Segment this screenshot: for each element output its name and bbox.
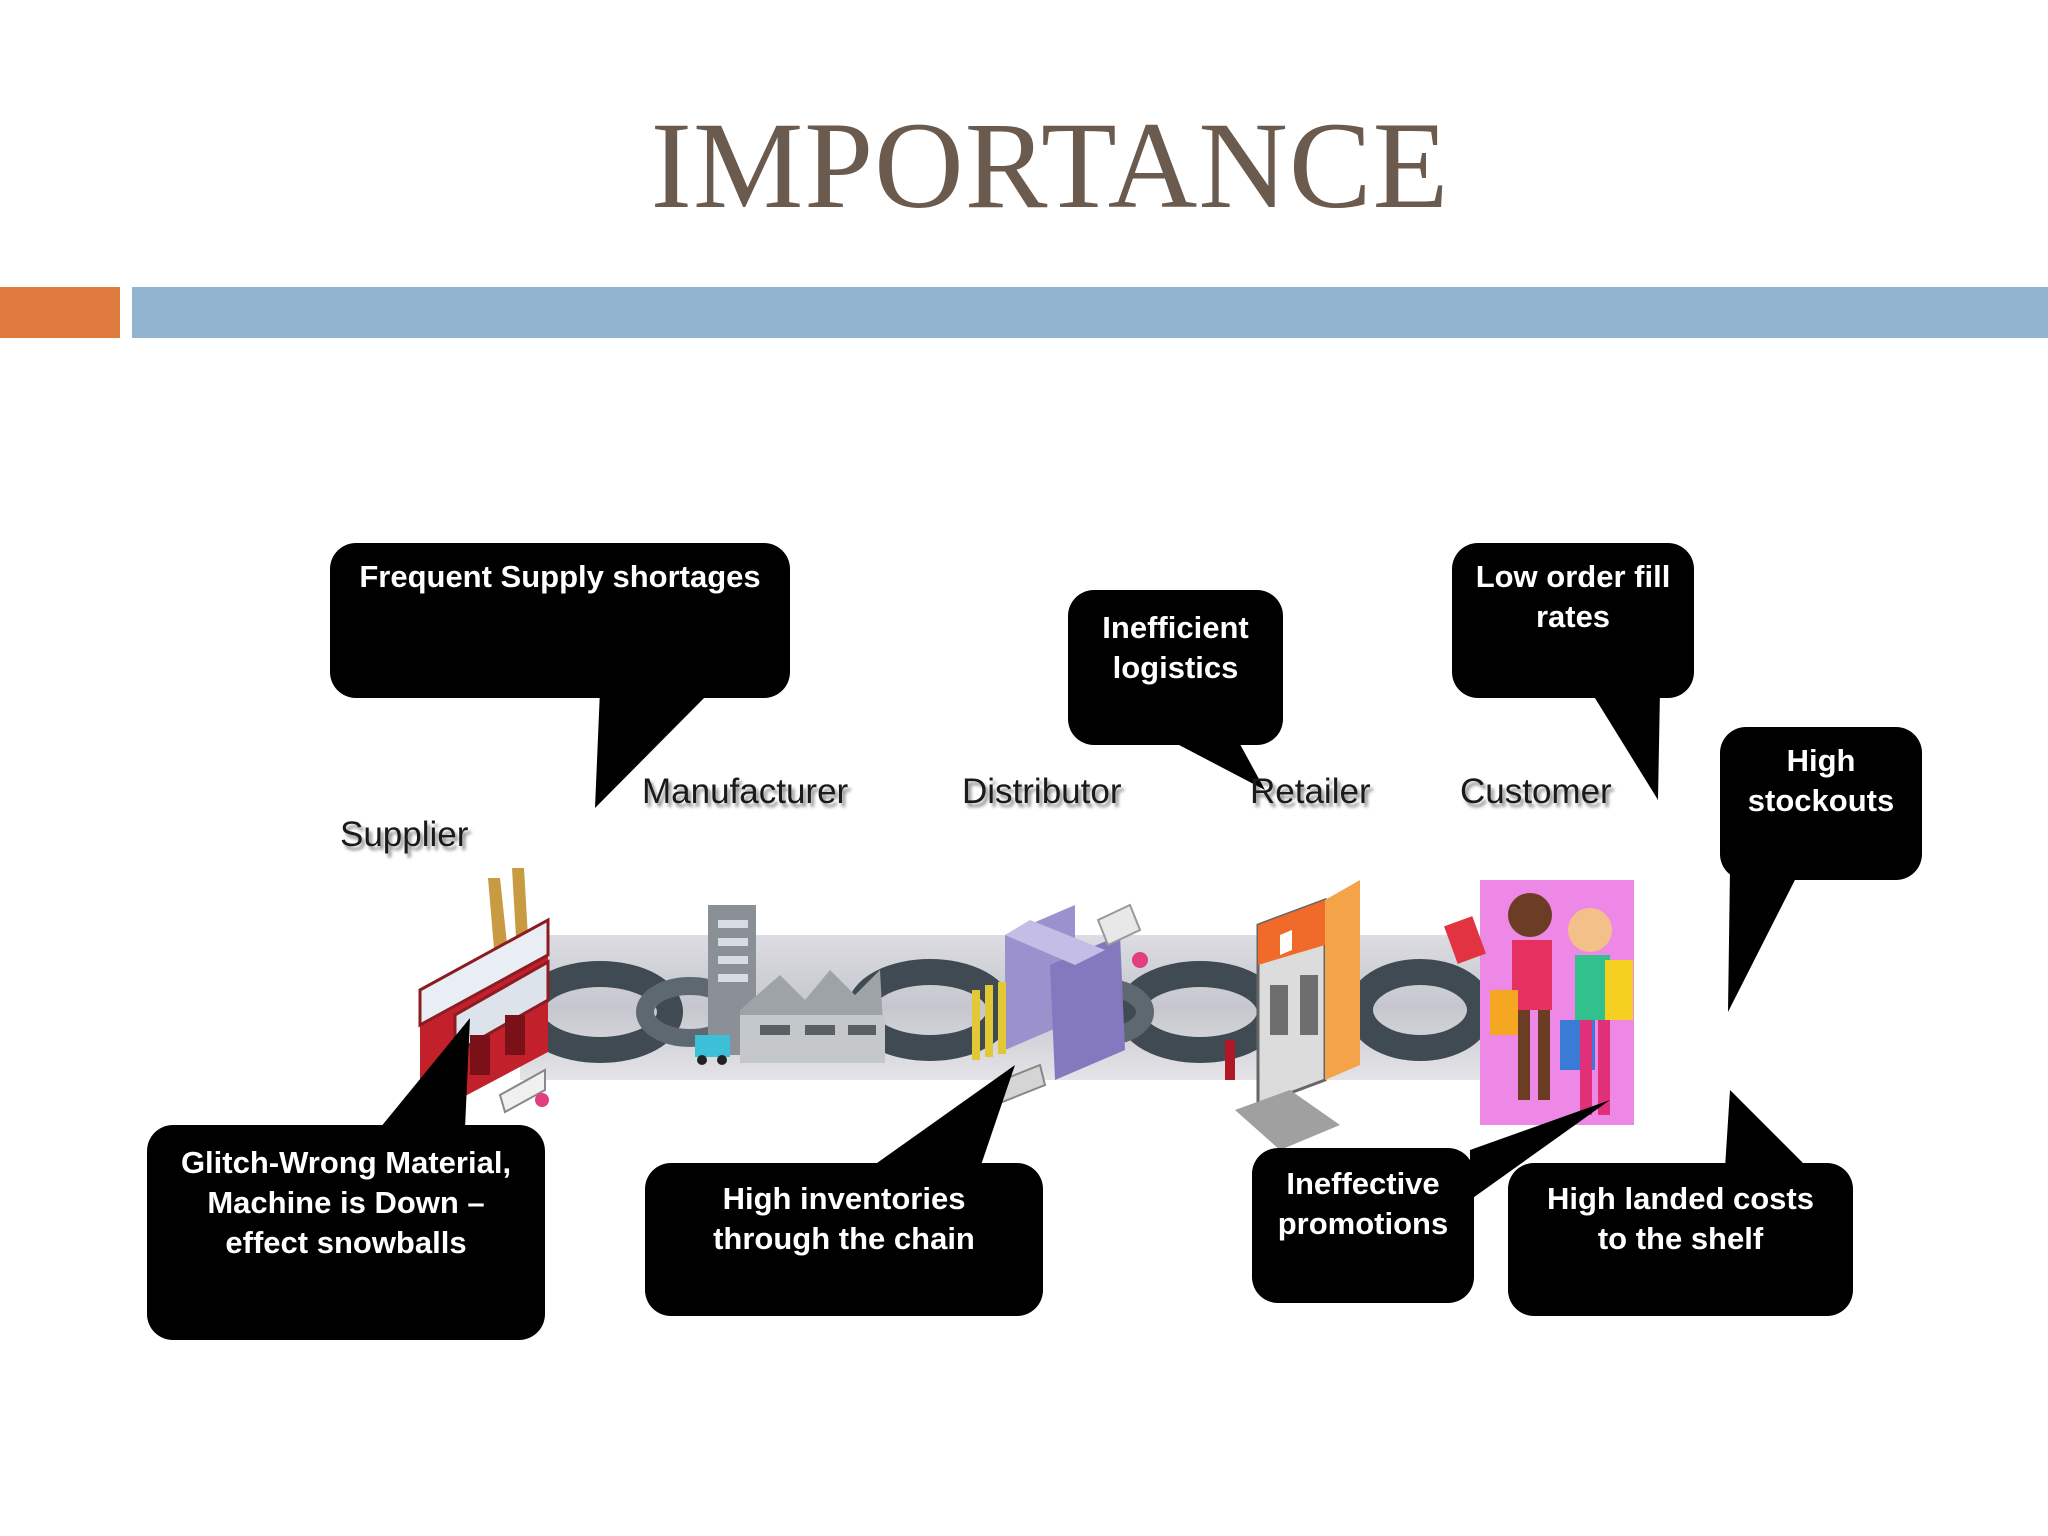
callout-high-stockouts: High stockouts [1720, 727, 1922, 880]
callout-glitch: Glitch-Wrong Material, Machine is Down –… [147, 1125, 545, 1340]
callout-ineffective-promotions-line2: promotions [1277, 1206, 1449, 1241]
callout-supply-shortages-text: Frequent Supply shortages [359, 559, 761, 594]
accent-bar-orange [0, 287, 120, 338]
callout-tail-stockouts [1728, 870, 1800, 1012]
callout-high-inventories-line1: High inventories [722, 1181, 966, 1216]
stage-label-supplier: Supplier [340, 815, 469, 854]
callout-high-stockouts-line1: High [1786, 743, 1856, 778]
callout-inefficient-logistics: Inefficient logistics [1068, 590, 1283, 745]
accent-bar-blue [132, 287, 2048, 338]
distribution-center-icon [972, 903, 1148, 1107]
retail-store-icon [1225, 880, 1360, 1150]
callout-low-fill-rates: Low order fill rates [1452, 543, 1694, 698]
callout-tail-logistics [1160, 735, 1265, 790]
callout-high-stockouts-line2: stockouts [1747, 783, 1895, 818]
callout-tail-glitch [380, 1018, 470, 1128]
stage-label-manufacturer: Manufacturer [642, 772, 849, 811]
callout-high-inventories-line2: through the chain [713, 1221, 975, 1256]
callout-high-landed-costs-line2: to the shelf [1597, 1221, 1764, 1256]
stage-label-customer: Customer [1460, 772, 1612, 811]
callout-glitch-line2: Machine is Down – [207, 1185, 485, 1220]
callout-low-fill-rates-line1: Low order fill [1475, 559, 1671, 594]
callout-high-inventories: High inventories through the chain [645, 1163, 1043, 1316]
callout-inefficient-logistics-line1: Inefficient [1102, 610, 1249, 645]
warehouse-icon [695, 905, 885, 1065]
callout-glitch-line3: effect snowballs [225, 1225, 467, 1260]
callout-tail-landed-costs [1725, 1090, 1808, 1168]
callout-high-landed-costs-line1: High landed costs [1547, 1181, 1814, 1216]
callout-supply-shortages: Frequent Supply shortages [330, 543, 790, 698]
shoppers-icon [1444, 880, 1634, 1125]
callout-ineffective-promotions-line1: Ineffective [1286, 1166, 1440, 1201]
callout-ineffective-promotions: Ineffective promotions [1252, 1148, 1474, 1303]
callout-tail-inventories [870, 1065, 1015, 1168]
callout-low-fill-rates-line2: rates [1535, 599, 1611, 634]
callout-tail-supply [595, 690, 712, 808]
callout-high-landed-costs: High landed costs to the shelf [1508, 1163, 1853, 1316]
callout-tail-promotions [1470, 1100, 1610, 1200]
callout-tail-fill-rates [1590, 690, 1660, 800]
callout-inefficient-logistics-line2: logistics [1112, 650, 1239, 685]
slide-title: IMPORTANCE [650, 97, 1450, 234]
stage-label-retailer: Retailer [1250, 772, 1371, 811]
stage-label-distributor: Distributor [962, 772, 1122, 811]
callout-glitch-line1: Glitch-Wrong Material, [180, 1145, 512, 1180]
